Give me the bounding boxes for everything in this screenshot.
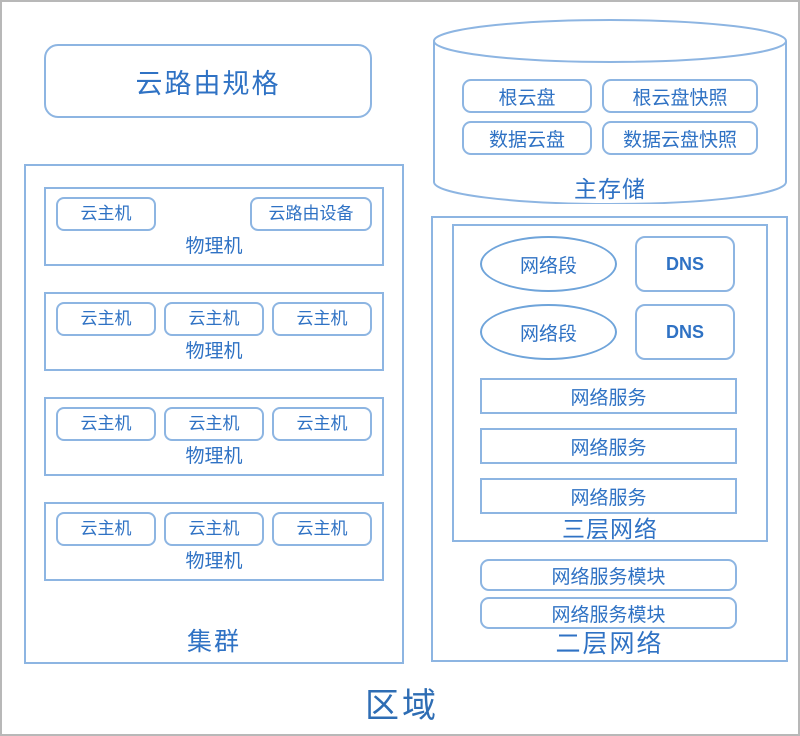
vm-node[interactable]: 云主机 bbox=[272, 302, 372, 336]
physical-host-4: 云主机 云主机 云主机 物理机 bbox=[44, 502, 384, 581]
network-segment-node[interactable]: 网络段 bbox=[480, 236, 617, 292]
dns-node[interactable]: DNS bbox=[635, 304, 735, 360]
vm-node[interactable]: 云主机 bbox=[164, 512, 264, 546]
region-label: 区域 bbox=[365, 687, 439, 725]
physical-host-2: 云主机 云主机 云主机 物理机 bbox=[44, 292, 384, 371]
network-service-node[interactable]: 网络服务 bbox=[480, 428, 737, 464]
network-service-node[interactable]: 网络服务 bbox=[480, 378, 737, 414]
l3-network-label: 三层网络 bbox=[562, 516, 658, 542]
physical-host-2-label: 物理机 bbox=[185, 341, 243, 362]
primary-storage-cylinder: 根云盘 根云盘快照 数据云盘 数据云盘快照 bbox=[432, 19, 788, 204]
vm-node[interactable]: 云主机 bbox=[56, 197, 156, 231]
cluster-label: 集群 bbox=[186, 628, 241, 656]
cloud-router-spec-node[interactable]: 云路由规格 bbox=[44, 44, 372, 118]
cloud-router-device-node[interactable]: 云路由设备 bbox=[250, 197, 372, 231]
disk-data-volume[interactable]: 数据云盘 bbox=[462, 121, 592, 155]
network-service-module-node[interactable]: 网络服务模块 bbox=[480, 559, 737, 591]
host-1-node-row: 云主机 云路由设备 bbox=[56, 197, 372, 231]
physical-host-3: 云主机 云主机 云主机 物理机 bbox=[44, 397, 384, 476]
physical-host-4-label: 物理机 bbox=[185, 551, 243, 572]
network-service-node[interactable]: 网络服务 bbox=[480, 478, 737, 514]
host-4-node-row: 云主机 云主机 云主机 bbox=[56, 512, 372, 546]
l2-network-label: 二层网络 bbox=[555, 630, 664, 658]
vm-node[interactable]: 云主机 bbox=[272, 512, 372, 546]
primary-storage-label: 主存储 bbox=[574, 176, 646, 202]
host-3-node-row: 云主机 云主机 云主机 bbox=[56, 407, 372, 441]
disk-root-volume[interactable]: 根云盘 bbox=[462, 79, 592, 113]
vm-node[interactable]: 云主机 bbox=[56, 302, 156, 336]
host-2-node-row: 云主机 云主机 云主机 bbox=[56, 302, 372, 336]
physical-host-3-label: 物理机 bbox=[185, 446, 243, 467]
vm-node[interactable]: 云主机 bbox=[56, 512, 156, 546]
disk-data-volume-snapshot[interactable]: 数据云盘快照 bbox=[602, 121, 758, 155]
network-service-module-node[interactable]: 网络服务模块 bbox=[480, 597, 737, 629]
vm-node[interactable]: 云主机 bbox=[56, 407, 156, 441]
vm-node[interactable]: 云主机 bbox=[164, 407, 264, 441]
dns-node[interactable]: DNS bbox=[635, 236, 735, 292]
disk-root-volume-snapshot[interactable]: 根云盘快照 bbox=[602, 79, 758, 113]
vm-node[interactable]: 云主机 bbox=[272, 407, 372, 441]
vm-node[interactable]: 云主机 bbox=[164, 302, 264, 336]
physical-host-1-label: 物理机 bbox=[185, 236, 243, 257]
physical-host-1: 云主机 云路由设备 物理机 bbox=[44, 187, 384, 266]
network-segment-node[interactable]: 网络段 bbox=[480, 304, 617, 360]
